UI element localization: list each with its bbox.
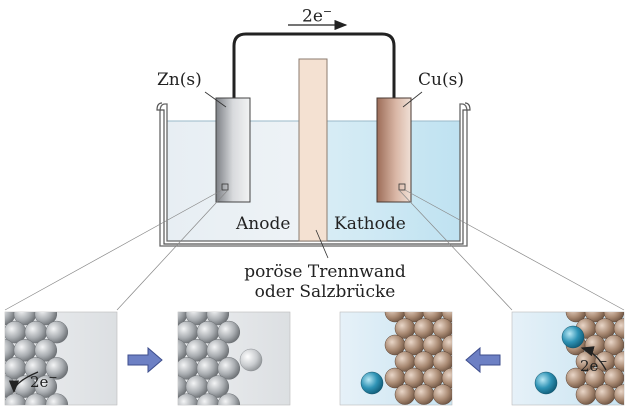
copper-atom: [603, 334, 624, 356]
copper-atom: [565, 312, 587, 323]
copper-label-leader: [402, 91, 423, 108]
zinc-atom: [217, 393, 241, 405]
copper-atom: [432, 351, 452, 372]
porous-separator: [298, 58, 328, 242]
copper-zoom-marker: [398, 183, 406, 191]
process-arrow-right: [127, 346, 163, 374]
copper-atom: [613, 351, 624, 372]
zoom-panel-zinc-ion: [177, 311, 291, 406]
zinc-atom: [206, 339, 230, 362]
copper-atom: [432, 318, 452, 339]
zinc-atom: [34, 339, 58, 362]
copper-electrode-label: Cu(s): [418, 70, 464, 90]
external-wire: [232, 32, 396, 100]
electron-flow-label: 2e−: [302, 5, 333, 27]
zinc-ion: [239, 348, 263, 372]
zoom-panel-copper-ion: [339, 311, 453, 406]
copper-atom: [432, 384, 452, 405]
anode-label: Anode: [236, 214, 291, 234]
zinc-atom: [217, 320, 241, 344]
copper-ion-left: [360, 371, 384, 395]
vessel: [159, 103, 468, 247]
copper-ion-attaching: [561, 325, 585, 349]
zinc-atom: [206, 375, 230, 398]
zinc-atom: [45, 320, 69, 344]
separator-label-line1: poröse Trennwand: [244, 262, 406, 282]
copper-atom: [613, 384, 624, 405]
zinc-atom: [45, 393, 69, 405]
separator-label-leader: [315, 229, 329, 259]
copper-atom: [441, 334, 452, 356]
zoom-left-electron-label: 2e−: [30, 371, 58, 391]
zoom-panel-zinc-electrons: [4, 311, 118, 406]
separator-label: poröse Trennwand oder Salzbrücke: [240, 262, 410, 302]
copper-atom: [413, 384, 435, 405]
cathode-label: Kathode: [334, 214, 406, 234]
copper-atom: [575, 384, 597, 405]
zinc-atom: [217, 357, 241, 380]
separator-label-line2: oder Salzbrücke: [254, 282, 396, 302]
process-arrow-left: [465, 346, 501, 374]
copper-atom: [603, 367, 624, 389]
vessel-wall: [156, 102, 471, 245]
copper-ion-bottom: [534, 371, 558, 395]
copper-atom: [594, 384, 616, 405]
electron-curl-arrow-right: [580, 346, 607, 371]
zinc-electrode-label: Zn(s): [157, 70, 202, 90]
copper-atom: [613, 318, 624, 339]
copper-atom: [441, 367, 452, 389]
zoom-right-electron-label: 2e−: [580, 355, 608, 375]
zinc-atom: [34, 375, 58, 398]
copper-atom: [441, 312, 452, 323]
zinc-label-leader: [204, 91, 227, 108]
copper-atom: [394, 384, 416, 405]
zinc-atom: [45, 357, 69, 380]
zoom-panel-copper-electrons: [511, 311, 625, 406]
electron-curl-arrow-left: [8, 371, 39, 394]
zoom-projection-lines: [4, 189, 625, 311]
copper-electrode: [376, 97, 412, 203]
copper-atom: [384, 312, 406, 323]
zinc-zoom-marker: [221, 183, 229, 191]
zinc-electrode: [215, 97, 251, 203]
